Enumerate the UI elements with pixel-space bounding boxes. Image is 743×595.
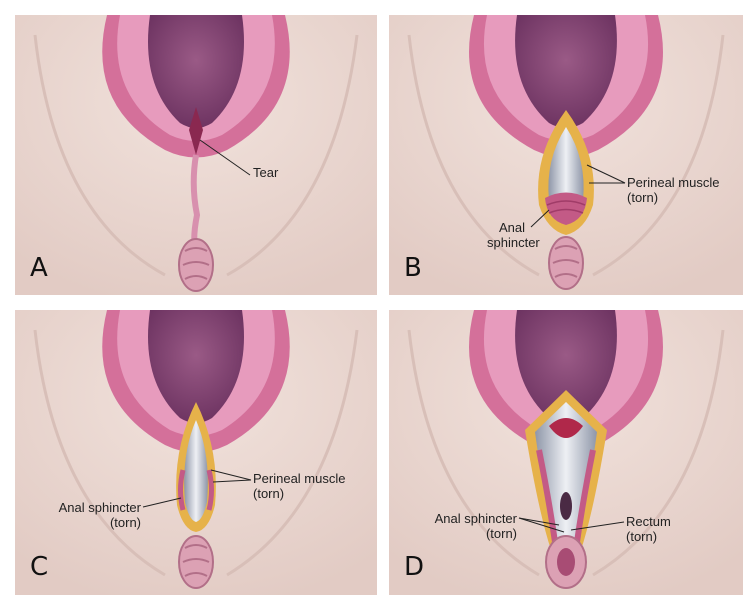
panel-a: A Tear [15,15,377,295]
illustration-d [389,310,743,595]
anal-sphincter-label: Anal sphincter (torn) [45,500,141,530]
anal-sphincter-text: Anal sphincter [411,511,517,526]
panel-letter: B [404,255,422,281]
rectum-text: Rectum [626,514,671,529]
illustration-b [389,15,743,295]
illustration-a [15,15,377,295]
torn-text: (torn) [626,529,671,544]
panel-letter: C [30,554,48,580]
panel-c: C Perineal muscle (torn) Anal sphincter … [15,310,377,595]
panel-b: B Perineal muscle (torn) Anal sphincter [389,15,743,295]
panel-letter: A [30,255,48,281]
panel-letter: D [404,554,424,580]
anal-sphincter-label: Anal sphincter [487,220,540,250]
perineal-muscle-text: Perineal muscle [253,471,346,486]
torn-text: (torn) [45,515,141,530]
perineal-muscle-text: Perineal muscle [627,175,720,190]
anal-sphincter-label: Anal sphincter (torn) [411,511,517,541]
sphincter-text: sphincter [487,235,540,250]
rectum-label: Rectum (torn) [626,514,671,544]
illustration-c [15,310,377,595]
perineal-muscle-label: Perineal muscle (torn) [253,471,346,501]
tear-label: Tear [253,165,278,180]
torn-text: (torn) [411,526,517,541]
torn-text: (torn) [627,190,720,205]
panel-d: D Anal sphincter (torn) Rectum (torn) [389,310,743,595]
anal-text: Anal [487,220,540,235]
anal-sphincter-text: Anal sphincter [45,500,141,515]
perineal-muscle-label: Perineal muscle (torn) [627,175,720,205]
torn-text: (torn) [253,486,346,501]
